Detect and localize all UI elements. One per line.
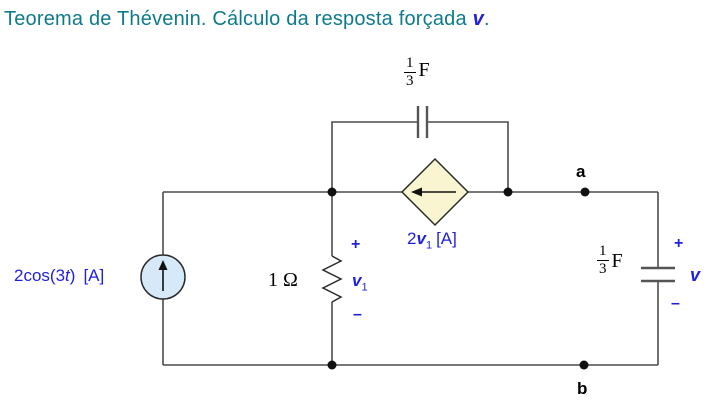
wire-capacitor-branch-left [331, 121, 418, 192]
source-current-label: 2cos(3t)[A] [14, 266, 105, 285]
resistor-voltage-label: v1 [352, 271, 368, 294]
title-period: . [483, 8, 490, 30]
resistor-icon [321, 255, 343, 303]
dependent-source-label: 2v1[A] [407, 229, 457, 252]
resistor-voltage-minus: – [353, 306, 362, 323]
wire-capacitor-branch-right [427, 121, 509, 192]
terminal-b-dot [579, 360, 589, 370]
capacitor-right-icon [641, 266, 675, 283]
terminal-a-label: a [576, 162, 586, 181]
terminal-b-label: b [577, 379, 588, 398]
resistor-label: 1 Ω [268, 269, 298, 291]
junction-dot [327, 187, 337, 197]
junction-dot [503, 187, 513, 197]
output-voltage-minus: – [671, 295, 680, 312]
capacitor-top-icon [416, 106, 429, 138]
output-voltage-label: v [690, 265, 701, 285]
dependent-source-icon [400, 157, 470, 227]
title-text: Teorema de Thévenin. Cálculo da resposta… [4, 8, 467, 30]
output-voltage-plus: + [674, 235, 684, 252]
current-source-icon [140, 254, 186, 300]
page-title: Teorema de Thévenin. Cálculo da resposta… [4, 8, 490, 31]
title-variable: v [472, 8, 484, 30]
junction-dot [327, 360, 337, 370]
resistor-voltage-plus: + [351, 236, 361, 253]
terminal-a-dot [580, 187, 590, 197]
